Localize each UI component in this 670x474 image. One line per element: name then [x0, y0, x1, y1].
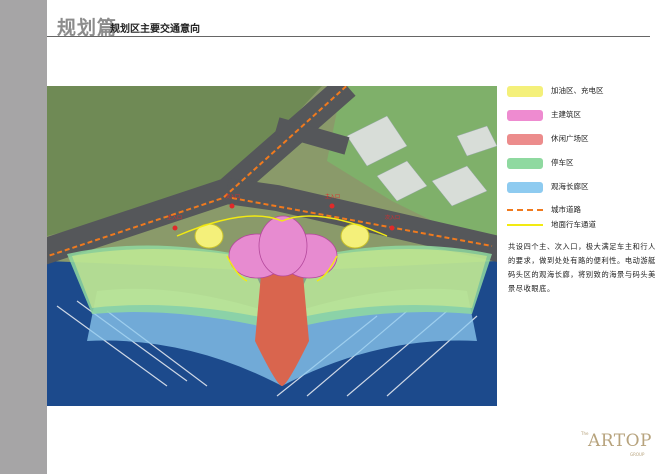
map-label-entrance: 主入口	[167, 214, 182, 221]
forest-area	[47, 86, 322, 236]
legend-label: 地面行车通道	[551, 220, 596, 229]
leisure-plaza	[255, 260, 309, 386]
map-legend: 加油区、充电区 主建筑区 休闲广场区 停车区 观海长廊区 城市道路 地面行车通道	[507, 85, 667, 235]
legend-line-solid	[507, 224, 543, 226]
legend-swatch	[507, 182, 543, 193]
parking-lines-left	[72, 248, 279, 321]
legend-item: 停车区	[507, 157, 667, 181]
legend-item: 观海长廊区	[507, 181, 667, 205]
driveway-lines	[176, 215, 388, 282]
legend-item: 加油区、充电区	[507, 85, 667, 109]
page-header: 规划篇 规划区主要交通意向	[47, 0, 670, 40]
legend-item: 主建筑区	[507, 109, 667, 133]
city-road-lines	[47, 86, 493, 258]
legend-label: 城市道路	[551, 205, 581, 214]
legend-item: 休闲广场区	[507, 133, 667, 157]
page-title: 规划篇	[57, 17, 118, 39]
map-label-entrance: 次入口	[385, 214, 400, 221]
legend-label: 观海长廊区	[551, 182, 589, 191]
legend-swatch	[507, 134, 543, 145]
legend-swatch	[507, 110, 543, 121]
legend-line-dashed	[507, 209, 543, 211]
legend-label: 主建筑区	[551, 110, 581, 119]
map-label-entrance: 主入口	[325, 193, 340, 200]
legend-item: 城市道路	[507, 205, 667, 220]
legend-item: 地面行车通道	[507, 220, 667, 235]
header-divider	[47, 36, 650, 37]
map-label-entrance: 次入口	[225, 193, 240, 200]
legend-label: 加油区、充电区	[551, 86, 604, 95]
legend-label: 休闲广场区	[551, 134, 589, 143]
buildings	[346, 115, 497, 207]
legend-label: 停车区	[551, 158, 574, 167]
legend-swatch	[507, 158, 543, 169]
parking-lines-right	[285, 248, 487, 321]
entrance-markers	[172, 203, 395, 231]
page-subtitle: 规划区主要交通意向	[110, 24, 200, 35]
logo-the: The	[581, 431, 589, 436]
logo-group: GROUP	[630, 452, 645, 457]
site-plan-map: 主入口 次入口 主入口 次入口	[47, 86, 497, 406]
main-building	[228, 215, 338, 279]
legend-swatch	[507, 86, 543, 97]
left-side-bar	[0, 0, 47, 474]
artop-logo: ARTOP	[588, 431, 652, 451]
description-text: 共设四个主、次入口，极大满足车主和行人的要求，做到处处有路的便利性。电动游艇码头…	[508, 242, 656, 293]
